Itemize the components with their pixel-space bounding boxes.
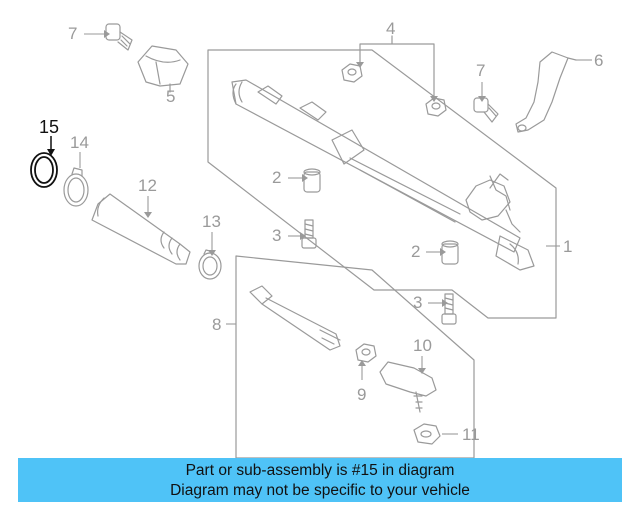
- steering-rack: [231, 79, 535, 271]
- bolt-7-lower: [473, 97, 499, 123]
- callout-3-lower: 3: [413, 293, 423, 312]
- callout-4: 4: [386, 19, 396, 38]
- callout-5: 5: [166, 87, 176, 106]
- callout-7-lower: 7: [476, 61, 486, 80]
- callout-bracket-4: [359, 35, 435, 97]
- clamp-13: [198, 249, 222, 280]
- callout-9: 9: [357, 385, 367, 404]
- bolt-3-upper: [301, 219, 317, 249]
- callout-2-upper: 2: [272, 168, 282, 187]
- nut-11: [413, 423, 441, 445]
- tie-rod-end-10: [379, 361, 437, 413]
- bolt-7-upper: [105, 23, 133, 51]
- callout-15: 15: [39, 117, 60, 137]
- callout-12: 12: [138, 176, 157, 195]
- boot-12: [91, 193, 191, 265]
- tie-rod-8: [249, 285, 341, 351]
- callout-6: 6: [594, 51, 604, 70]
- bushing-upper: [303, 168, 321, 193]
- bracket-5: [137, 45, 189, 87]
- banner-line-2: Diagram may not be specific to your vehi…: [170, 482, 470, 499]
- callout-13: 13: [202, 212, 221, 231]
- callout-2-lower: 2: [411, 242, 421, 261]
- callout-1: 1: [563, 237, 573, 256]
- bolt-3-lower: [441, 293, 457, 325]
- callout-11: 11: [462, 425, 480, 444]
- info-banner: Part or sub-assembly is #15 in diagram D…: [18, 458, 622, 502]
- callout-7-upper: 7: [68, 24, 78, 43]
- clamp-14: [63, 167, 89, 207]
- callout-8: 8: [212, 315, 222, 334]
- banner-line-1: Part or sub-assembly is #15 in diagram: [185, 462, 455, 479]
- o-ring-15: [30, 152, 58, 188]
- callout-10: 10: [413, 336, 432, 355]
- nut-4-right: [425, 97, 447, 117]
- callout-3-upper: 3: [272, 226, 282, 245]
- nut-4-left: [341, 63, 363, 83]
- callout-14: 14: [70, 133, 89, 152]
- tie-rod-group-frame: [235, 255, 475, 459]
- arm-6: [515, 51, 577, 133]
- nut-9: [355, 343, 377, 363]
